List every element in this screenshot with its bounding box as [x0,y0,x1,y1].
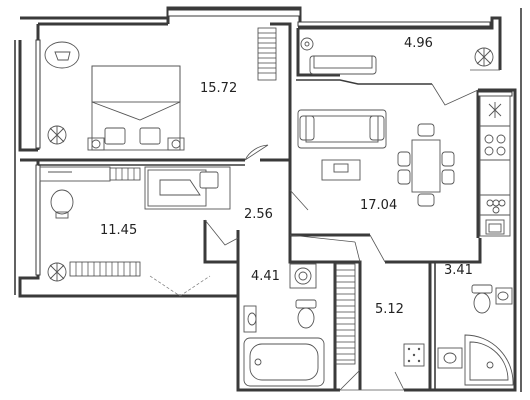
hood-icon [488,102,502,118]
area-label-balcony: 4.96 [404,36,433,51]
sofa [297,109,387,149]
living-furniture [297,109,455,207]
hatched-elements [69,27,356,365]
area-label-living-kitchen: 17.04 [360,198,397,213]
outer-walls [14,6,522,392]
kitchen-counter [479,95,511,237]
area-label-bedroom: 15.72 [200,81,237,96]
area-label-corridor: 5.12 [375,302,404,317]
heater-icon [403,343,425,367]
wc-fixtures [403,284,514,386]
plant-icon [474,47,494,67]
bathtub [243,337,325,387]
windows [35,9,513,276]
plant-icon [47,262,67,282]
stove-icon [484,134,506,156]
dishwasher-icon [486,199,506,214]
plant-icon [47,125,67,145]
interior-walls [38,22,482,390]
bathroom-fixtures [243,263,325,387]
area-label-bedroom-2: 11.45 [100,223,137,238]
area-label-hall: 2.56 [244,207,273,222]
balcony-furniture [300,37,494,75]
bedroom2-furniture [39,166,231,282]
coffee-table [321,159,361,181]
bedroom-furniture [44,41,185,151]
dining-table [411,139,441,193]
area-label-wc: 3.41 [444,263,473,278]
doors [149,69,500,391]
toilet-icon [295,299,317,329]
sink-icon [485,219,505,235]
area-label-bathroom: 4.41 [251,269,280,284]
area-labels: 15.72 4.96 17.04 2.56 11.45 4.41 5.12 3.… [100,36,473,317]
toilet-icon [471,284,493,314]
washbasin-icon [243,305,257,333]
rug [44,41,80,69]
washbasin-icon [495,287,513,305]
shower [464,334,514,386]
